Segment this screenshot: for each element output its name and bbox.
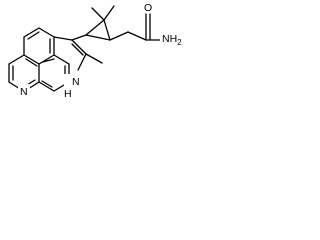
pyridine-n-label: N (20, 86, 28, 98)
bond (71, 39, 87, 55)
bond (38, 27, 55, 38)
bond (38, 81, 55, 92)
bond (109, 31, 129, 41)
indole-n-label: N (72, 76, 80, 88)
molecule-svg: O NH2 N H N (8, 2, 188, 100)
bond (25, 58, 38, 67)
bond (23, 54, 40, 65)
bond (8, 54, 25, 65)
bond (71, 34, 87, 41)
amide-nitrogen-label: NH2 (162, 33, 182, 47)
bond (77, 53, 87, 71)
bond (91, 7, 105, 21)
bond (85, 19, 105, 36)
bond (103, 5, 115, 21)
bond (103, 19, 111, 41)
bond (85, 34, 111, 41)
bond (41, 80, 53, 88)
bond (27, 31, 40, 40)
methyl-bond (85, 53, 103, 64)
bond (53, 36, 73, 41)
bond (42, 58, 55, 63)
bond (38, 54, 55, 65)
bond (127, 31, 147, 41)
indole-h-label: H (64, 88, 72, 100)
cyclopropane-ring (71, 5, 115, 41)
chemical-structure-diagram: O NH2 N H N (0, 0, 191, 114)
amide-oxygen-label: O (144, 2, 152, 14)
bond (71, 43, 84, 56)
acetamide-chain (109, 13, 161, 41)
bond (53, 54, 70, 65)
bond (23, 27, 40, 38)
